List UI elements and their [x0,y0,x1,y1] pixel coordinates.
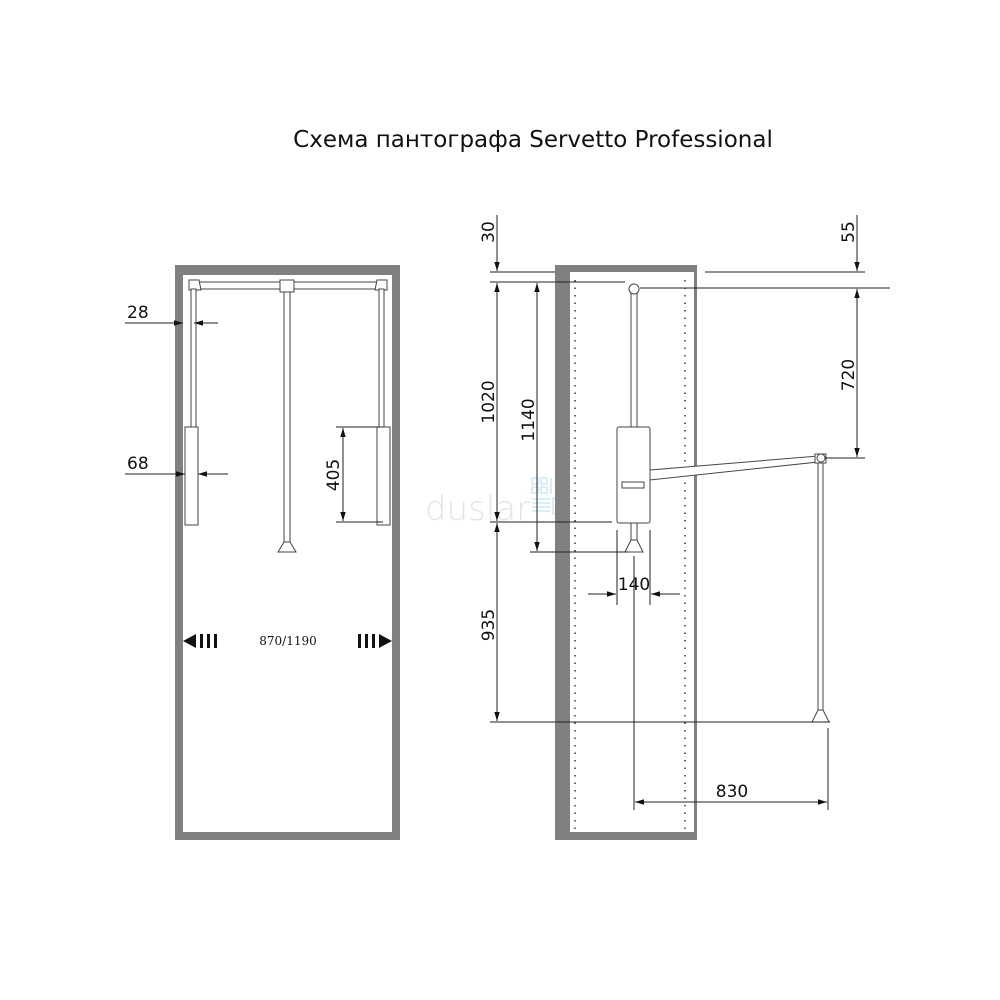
extended-pole-foot [811,709,830,723]
side-bracket [616,426,651,524]
front-view: 28 68 405 870/1190 [125,265,400,840]
center-joint [279,279,295,293]
dim-830: 830 [716,782,748,802]
dim-720: 720 [839,359,859,391]
watermark: duslar [425,477,574,529]
dim-68: 68 [127,454,149,474]
dim-1020: 1020 [479,380,499,423]
dim-405: 405 [324,459,344,491]
pantograph-side [616,283,830,723]
dim-30: 30 [479,221,499,243]
pantograph-front [184,279,391,553]
pole-foot [277,541,297,553]
dim-55: 55 [839,221,859,243]
left-bracket [184,426,199,526]
extended-pole [817,462,824,711]
width-range: 870/1190 [259,634,317,648]
dim-935: 935 [479,609,499,641]
arrow-left-icon [183,634,196,648]
watermark-text: duslar [425,489,530,529]
dim-1140: 1140 [519,398,539,441]
arrow-right-icon [379,634,392,648]
side-view: 30 1020 1140 935 55 720 140 830 [479,215,890,840]
top-pivot [628,283,640,295]
right-bracket [376,426,391,526]
side-pole-foot [624,539,644,553]
diagram-title: Схема пантографа Servetto Professional [293,127,773,153]
dim-28: 28 [127,303,149,323]
center-pole [283,291,291,543]
